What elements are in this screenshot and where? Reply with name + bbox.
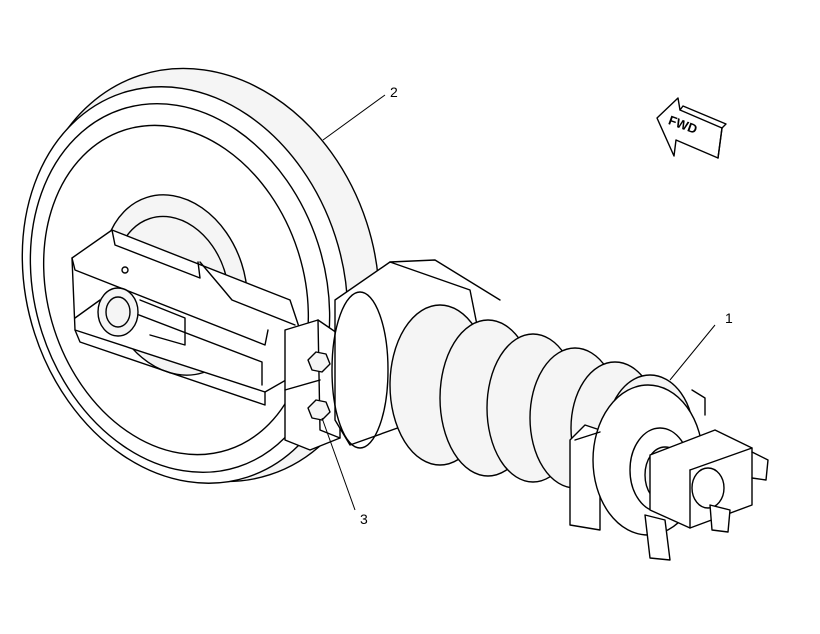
callout-1: 1: [725, 310, 733, 326]
callout-2: 2: [390, 84, 398, 100]
recoil-spring-assembly: [331, 259, 769, 561]
idler-yoke: [71, 229, 301, 406]
callout-3: 3: [360, 511, 368, 527]
callout-leader-lines: [321, 94, 716, 511]
mounting-plate: [284, 319, 341, 451]
mounting-bolt: [307, 351, 331, 421]
forward-direction-arrow-icon: FWD: [656, 97, 727, 159]
